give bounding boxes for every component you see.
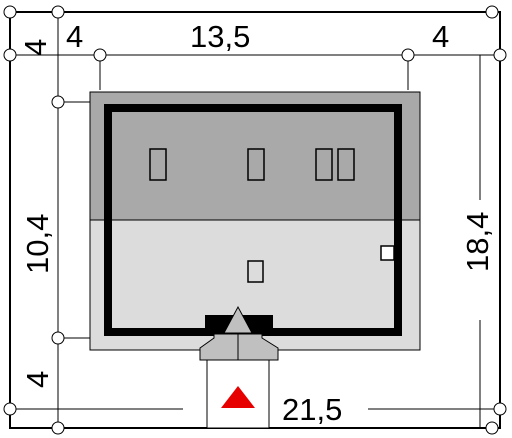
chimney: [380, 245, 395, 261]
dim-marker: [51, 421, 65, 435]
dim-marker: [51, 5, 65, 19]
roof-window: [337, 148, 355, 181]
roof-rear-slope: [89, 91, 421, 221]
dim-marker: [51, 331, 65, 345]
dim-marker: [485, 421, 499, 435]
dim-label-front-left: 4: [66, 19, 83, 54]
dim-marker: [51, 95, 65, 109]
dim-marker: [485, 5, 499, 19]
dim-marker: [401, 48, 415, 62]
dim-label-front-right: 4: [432, 19, 449, 54]
entrance-canopy: [199, 333, 279, 361]
roof-window: [149, 148, 167, 181]
dim-marker: [3, 48, 17, 62]
dim-label-left-top: 4: [18, 39, 53, 56]
dim-marker: [3, 402, 17, 416]
dim-marker: [3, 5, 17, 19]
dim-marker: [493, 48, 507, 62]
porch-roof: [223, 305, 253, 334]
dim-label-plot-depth: 18,4: [460, 212, 495, 272]
dim-marker: [493, 402, 507, 416]
dim-marker: [93, 48, 107, 62]
entrance-arrow-icon: [221, 386, 255, 408]
building-walls: [104, 104, 402, 336]
roof-window: [315, 148, 333, 181]
dim-label-building-width: 13,5: [190, 19, 250, 54]
roof-window: [247, 148, 265, 181]
dim-label-rear-setback: 4: [20, 371, 55, 388]
dim-label-building-depth: 10,4: [20, 214, 55, 274]
dim-label-plot-width: 21,5: [282, 392, 342, 427]
roof-window: [247, 260, 264, 283]
